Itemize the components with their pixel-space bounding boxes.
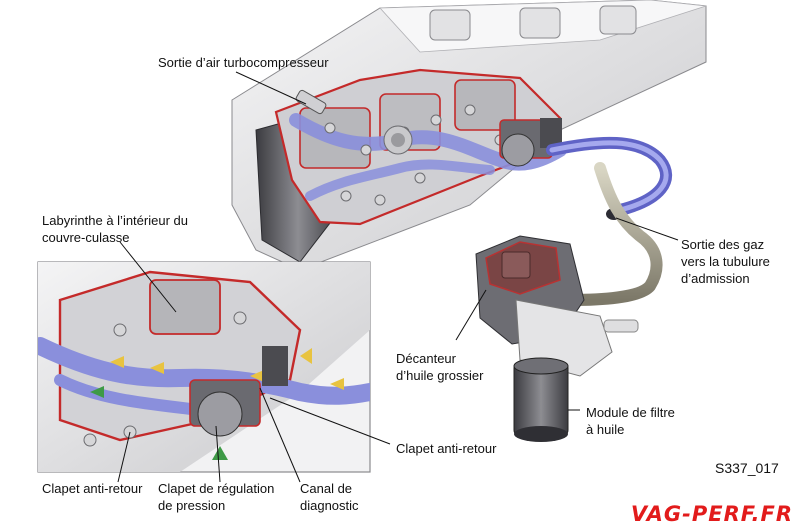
label-oil-filter-module: Module de filtre à huile <box>586 405 675 437</box>
leader-lines <box>117 71 679 483</box>
detail-inset <box>37 261 371 473</box>
return-pipe <box>564 162 663 306</box>
label-check-valve-right: Clapet anti-retour <box>396 441 497 456</box>
cylinder-head-cover <box>231 0 707 271</box>
label-gas-outlet: Sortie des gaz vers la tubulure d’admiss… <box>681 237 770 286</box>
label-labyrinth: Labyrinthe à l’intérieur du couvre-culas… <box>42 213 188 245</box>
label-turbo-outlet: Sortie d’air turbocompresseur <box>158 55 329 70</box>
figure-id: S337_017 <box>715 460 779 476</box>
label-diagnostic-channel: Canal de diagnostic <box>300 481 359 513</box>
coarse-oil-separator <box>475 235 639 377</box>
label-coarse-separator: Décanteur d’huile grossier <box>396 351 484 383</box>
oil-filter-module <box>513 357 569 442</box>
label-check-valve-left: Clapet anti-retour <box>42 481 143 496</box>
site-logo[interactable]: VAG-PERF.FR <box>630 502 793 526</box>
label-pressure-valve: Clapet de régulation de pression <box>158 481 275 513</box>
